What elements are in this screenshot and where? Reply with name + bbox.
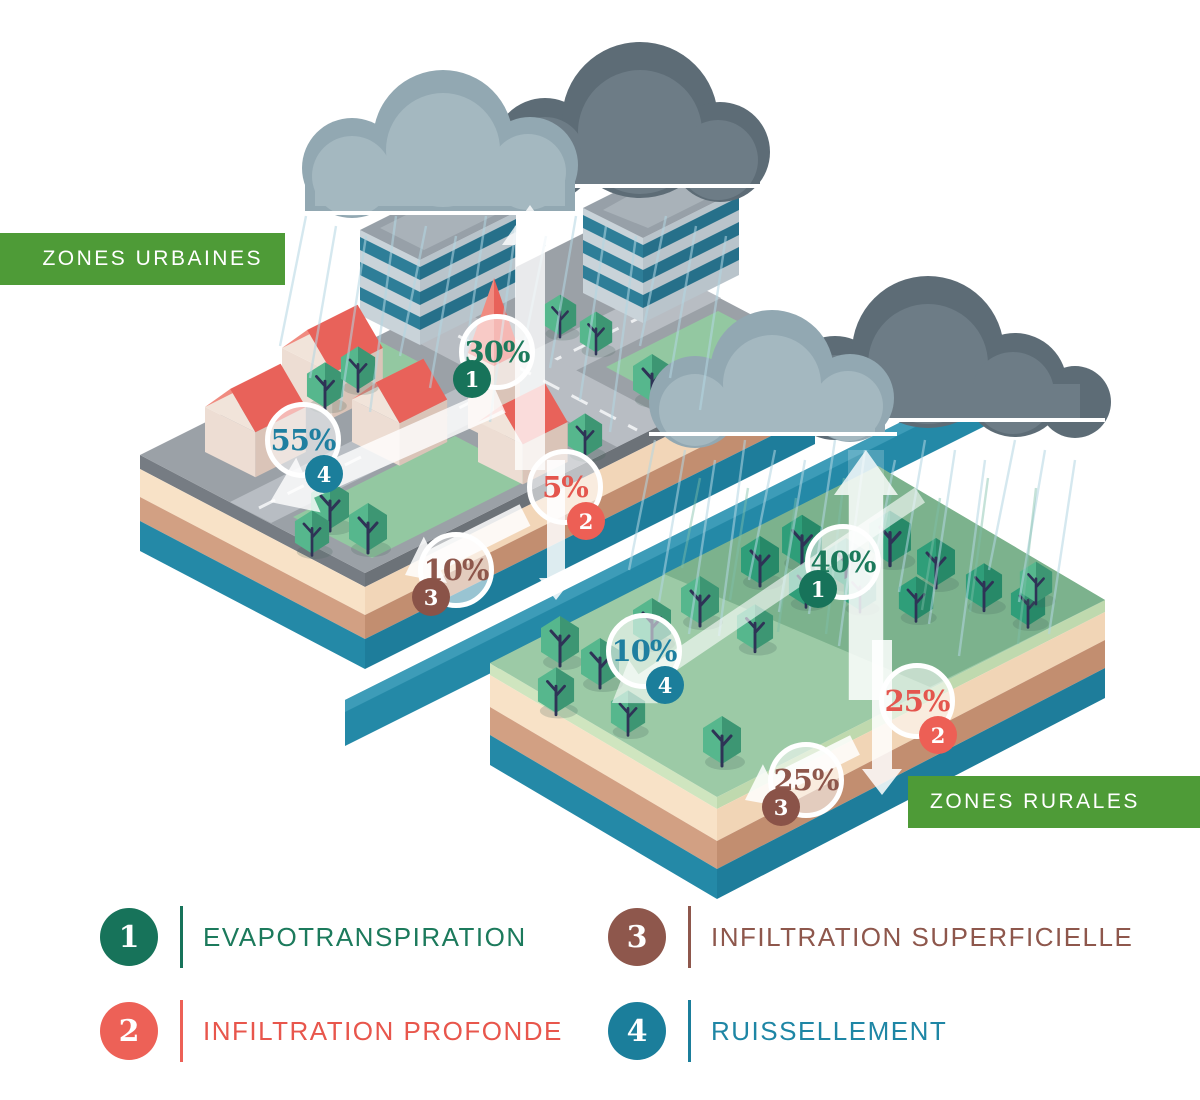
legend-item-ruissellement: 4 RUISSELLEMENT (608, 1000, 947, 1062)
legend-label: INFILTRATION PROFONDE (203, 1015, 563, 1046)
cloud-base-line (498, 184, 762, 188)
urban-layer-groundwater-sw (140, 521, 365, 669)
legend-item-infiltration-profonde: 2 INFILTRATION PROFONDE (100, 1000, 563, 1062)
legend-number-badge: 3 (608, 908, 666, 966)
legend-item-evapotranspiration: 1 EVAPOTRANSPIRATION (100, 906, 527, 968)
legend-label: INFILTRATION SUPERFICIELLE (711, 921, 1134, 952)
legend-label: RUISSELLEMENT (711, 1015, 948, 1046)
urban-layer-subsoil-sw (140, 497, 365, 639)
legend-number-badge: 4 (608, 1002, 666, 1060)
legend-divider (180, 1000, 183, 1062)
river (345, 365, 1015, 746)
legend-divider (688, 1000, 691, 1062)
cloud-rural-light (649, 310, 897, 448)
rural-layer-subsoil-sw (490, 707, 717, 869)
banner-zones-rurales: ZONES RURALES (908, 776, 1200, 828)
office-building-2 (583, 160, 739, 323)
urban-layer-topsoil-sw (140, 469, 365, 615)
legend-number-badge: 2 (100, 1002, 158, 1060)
legend-number-badge: 1 (100, 908, 158, 966)
cloud-base-line (783, 418, 1105, 422)
legend-label: EVAPOTRANSPIRATION (203, 921, 527, 952)
banner-urban-label: ZONES URBAINES (42, 247, 263, 270)
cloud-base-line (298, 211, 582, 215)
legend-divider (180, 906, 183, 968)
rural-layer-groundwater-sw (490, 735, 717, 899)
rain-streaks-forest (680, 477, 1038, 645)
cloud-urban-light (298, 70, 582, 218)
legend-divider (688, 906, 691, 968)
cloud-base-line (649, 432, 897, 436)
banner-zones-urbaines: ZONES URBAINES (0, 233, 285, 285)
legend-item-infiltration-superficielle: 3 INFILTRATION SUPERFICIELLE (608, 906, 1133, 968)
banner-rural-label: ZONES RURALES (930, 790, 1140, 813)
rural-forest-zone (664, 466, 1105, 687)
